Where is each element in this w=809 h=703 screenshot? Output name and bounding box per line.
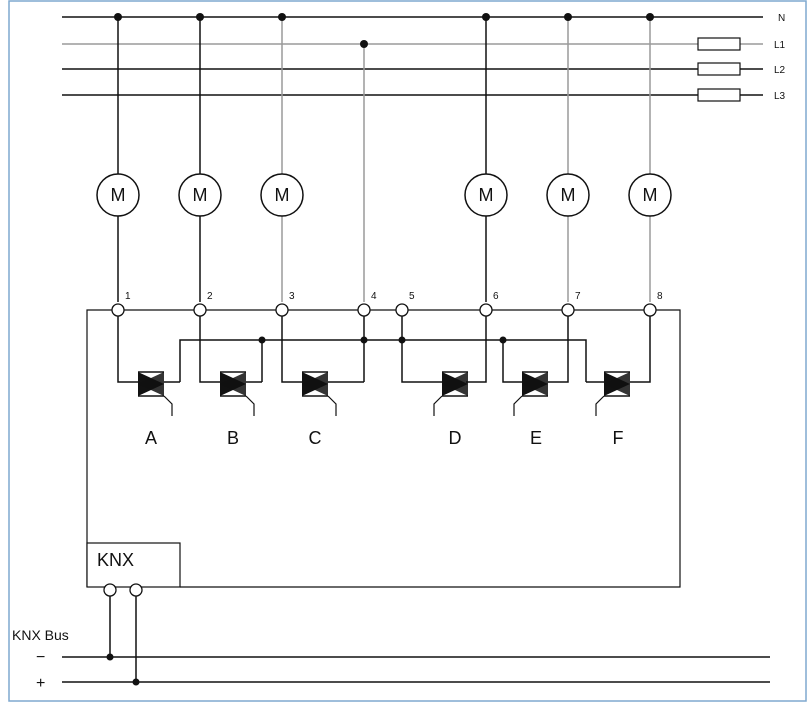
knx-module-label: KNX [97,550,134,570]
terminal-3 [275,303,289,317]
bus-minus-label: − [36,649,45,666]
knx-bus-label: KNX Bus [12,627,69,643]
terminal-label-7: 7 [575,291,581,302]
motor-2: M [178,173,222,217]
fuse-l2 [697,62,741,76]
terminals [111,303,657,317]
terminal-label-1: 1 [125,291,131,302]
motor-5: M [546,173,590,217]
knx-terminal-minus [103,583,117,597]
motor-2-label: M [193,185,208,205]
terminal-8 [643,303,657,317]
terminal-7 [561,303,575,317]
label-n: N [778,13,785,24]
bus-plus-label: + [36,675,45,692]
triac-f [595,371,630,416]
terminal-label-6: 6 [493,291,499,302]
channel-label-b: B [227,428,239,448]
knx-terminal-plus [129,583,143,597]
device-outline [86,309,681,588]
fuse-l3 [697,88,741,102]
terminal-label-5: 5 [409,291,415,302]
motor-feed-wires [117,17,651,302]
channel-label-c: C [309,428,322,448]
motor-3: M [260,173,304,217]
knx-bus-junctions [106,653,140,686]
triac-b [220,371,255,416]
label-l1: L1 [774,40,786,51]
triac-leads [117,310,651,383]
motor-6-label: M [643,185,658,205]
channel-label-f: F [613,428,624,448]
supply-lines [62,16,763,96]
channel-label-a: A [145,428,157,448]
motor-1-label: M [111,185,126,205]
triac-d [433,371,468,416]
label-l2: L2 [774,65,786,76]
terminal-label-3: 3 [289,291,295,302]
terminal-4 [357,303,371,317]
fuse-l1 [697,37,741,51]
knx-module [86,542,181,588]
knx-bus-wires [62,593,770,683]
label-l3: L3 [774,91,786,102]
channel-label-e: E [530,428,542,448]
junction-dots-common [258,336,507,344]
motor-1: M [96,173,140,217]
junction-dots-top [114,13,654,48]
channel-label-d: D [449,428,462,448]
motor-5-label: M [561,185,576,205]
terminal-5 [395,303,409,317]
motor-4-label: M [479,185,494,205]
motor-terminal-wires [117,216,651,302]
motor-3-label: M [275,185,290,205]
terminal-2 [193,303,207,317]
frame-border [8,0,807,702]
terminal-label-8: 8 [657,291,663,302]
knx-bus-terminals [103,583,143,597]
terminal-6 [479,303,493,317]
triac-e [513,371,548,416]
fuses [697,37,741,102]
terminal-label-4: 4 [371,291,377,302]
motor-4: M [464,173,508,217]
triac-c [302,371,337,416]
terminal-1 [111,303,125,317]
terminal-label-2: 2 [207,291,213,302]
triac-a [138,368,173,416]
motor-6: M [628,173,672,217]
common-wires [179,310,587,383]
